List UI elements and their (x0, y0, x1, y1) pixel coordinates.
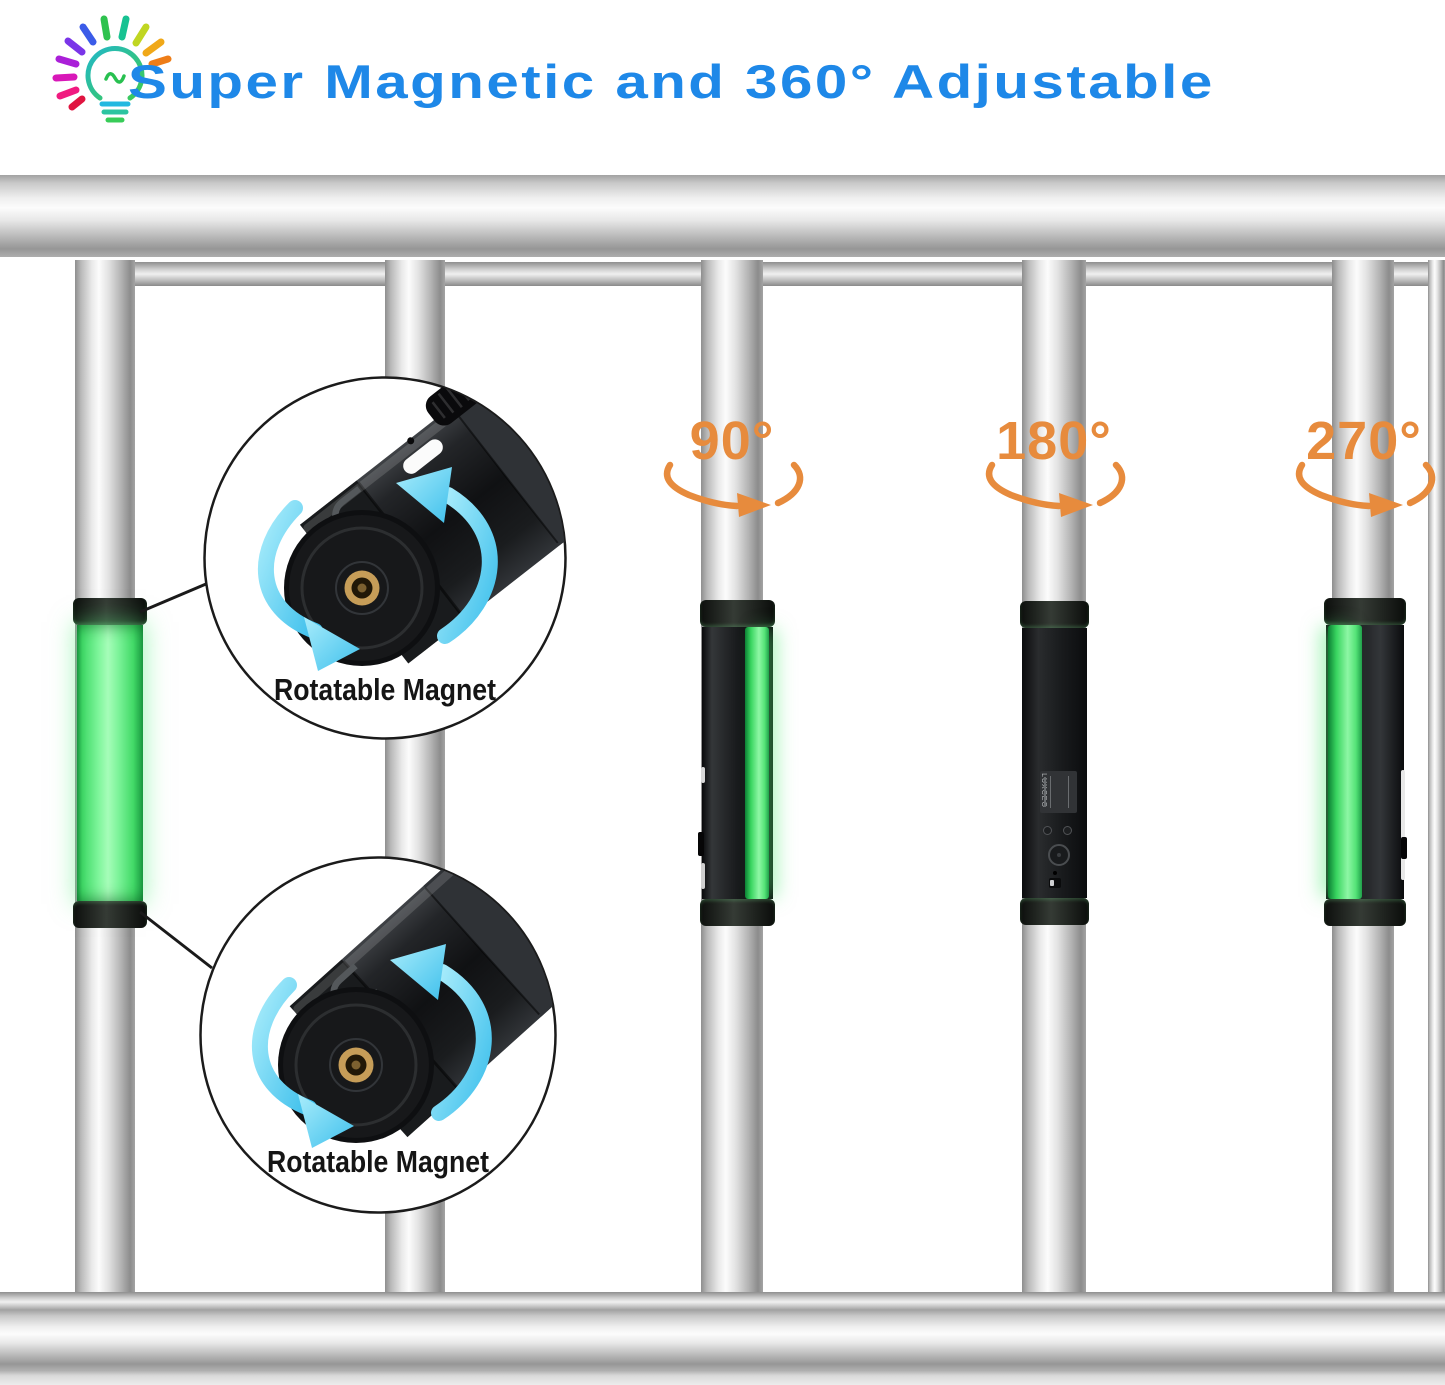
green-led-strip (1328, 625, 1362, 899)
green-light-tube (77, 625, 143, 901)
floor (0, 1368, 1445, 1385)
rotation-label-270: 270° (1269, 412, 1445, 518)
rotation-label-90-text: 90° (689, 411, 775, 471)
power-button (1401, 837, 1407, 859)
rotation-arc-icon (1295, 461, 1436, 517)
magnet-end-face (284, 510, 440, 666)
callout-top-rotatable-magnet: Rotatable Magnet (203, 376, 567, 740)
side-port-slot (701, 767, 705, 783)
power-switch (1049, 878, 1061, 888)
rotation-arc-icon (663, 461, 804, 517)
light-body-back: LUXCEO (1022, 628, 1087, 898)
usb-c-port (403, 439, 443, 474)
bottom-rail (0, 1310, 1445, 1370)
light-end-cap (73, 901, 147, 928)
top-rail (0, 175, 1445, 257)
page-title: Super Magnetic and 360° Adjustable (128, 55, 1215, 108)
callout-top-label: Rotatable Magnet (274, 672, 496, 707)
rotation-label-180-text: 180° (996, 411, 1112, 471)
screw (1063, 826, 1072, 835)
magnet-dial (1048, 844, 1070, 866)
light-end-cap (1324, 598, 1406, 625)
light-body (698, 627, 773, 899)
bottom-rail-secondary (0, 1292, 1445, 1312)
light-end-cap (700, 899, 775, 926)
rack-post-6-partial (1428, 260, 1445, 1296)
light-end-cap (1020, 601, 1089, 628)
rotation-label-270-text: 270° (1306, 411, 1422, 471)
light-body (1326, 625, 1407, 899)
tube-light-270 (1324, 598, 1407, 926)
light-end-cap (73, 598, 147, 625)
tube-light-90 (698, 600, 775, 926)
light-end-cap (1020, 898, 1089, 925)
rotation-arc-icon (985, 461, 1126, 517)
callout-bottom-rotatable-magnet: Rotatable Magnet (199, 856, 557, 1214)
rotation-label-90: 90° (637, 412, 827, 518)
light-end-cap (700, 600, 775, 627)
screw (1043, 826, 1052, 835)
cyan-rotation-arrows (257, 467, 498, 671)
lightbulb-icon (52, 15, 172, 123)
tube-light-front (73, 598, 147, 928)
indicator-dot (1053, 871, 1057, 875)
spec-label: LUXCEO (1040, 771, 1077, 813)
tube-light-180: LUXCEO (1020, 601, 1089, 925)
callout-bottom-label: Rotatable Magnet (267, 1144, 489, 1179)
power-button (698, 832, 704, 856)
green-led-strip (745, 627, 769, 899)
side-port-slot (701, 863, 705, 889)
cyan-rotation-arrows (251, 944, 492, 1148)
top-rail-secondary (86, 262, 1445, 286)
light-end-cap (1324, 899, 1406, 926)
indicator-hole (407, 437, 415, 445)
magnet-end-face (278, 987, 434, 1143)
rotation-label-180: 180° (959, 412, 1149, 518)
side-port-slot (1401, 770, 1405, 880)
